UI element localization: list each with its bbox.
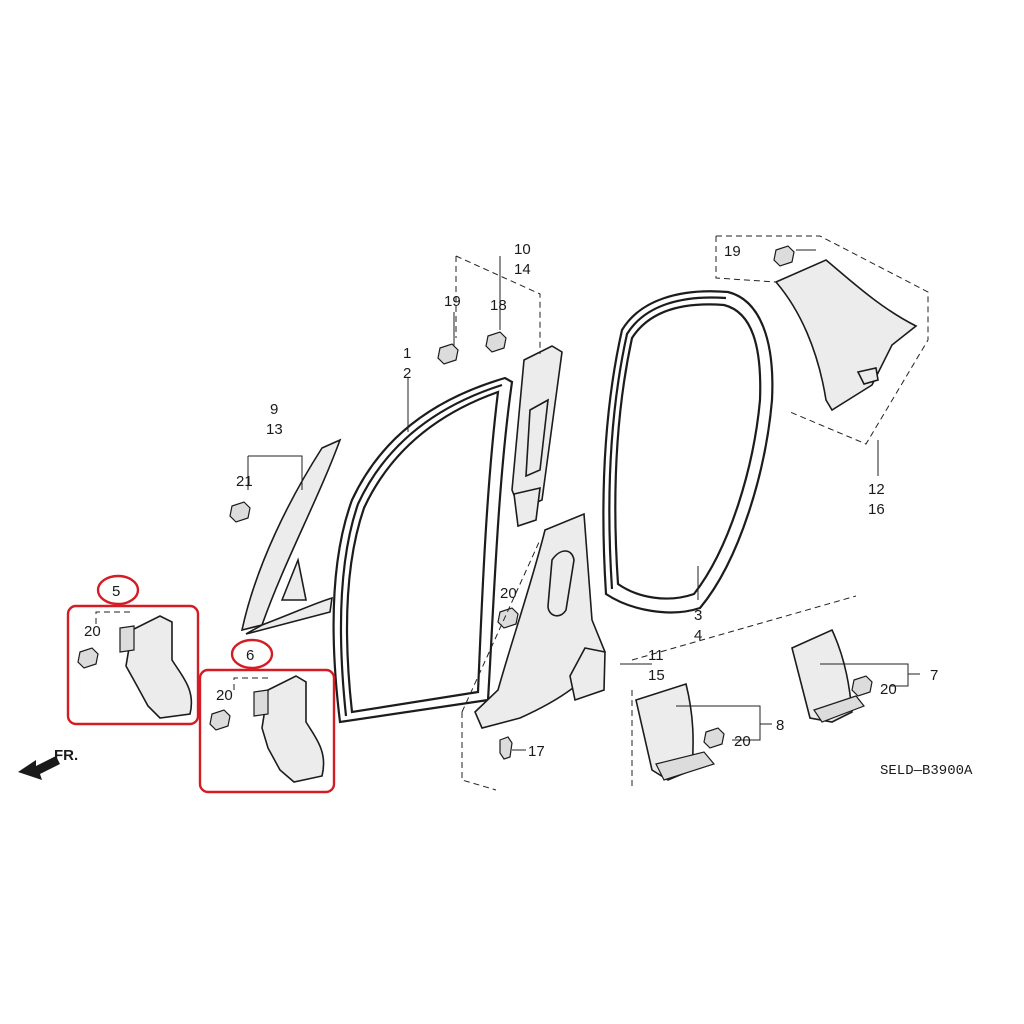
label-5: 5 bbox=[112, 583, 120, 600]
label-10: 10 bbox=[514, 241, 531, 258]
label-16: 16 bbox=[868, 501, 885, 518]
label-20d: 20 bbox=[734, 733, 751, 750]
label-20c: 20 bbox=[500, 585, 517, 602]
a-pillar-garnish bbox=[240, 438, 342, 635]
label-18: 18 bbox=[490, 297, 507, 314]
highlight-box-left bbox=[66, 604, 200, 726]
rear-step-garnish-7 bbox=[791, 628, 865, 723]
label-19a: 19 bbox=[444, 293, 461, 310]
rear-door-weatherstrip bbox=[602, 290, 774, 614]
b-pillar-lower-garnish bbox=[474, 512, 606, 729]
part-labels: 1 2 3 4 5 6 7 8 9 10 11 12 13 14 15 16 1… bbox=[84, 241, 938, 760]
assembly-outlines bbox=[95, 235, 929, 791]
label-17: 17 bbox=[528, 743, 545, 760]
front-direction-marker: FR. bbox=[18, 747, 78, 780]
label-4: 4 bbox=[694, 627, 702, 644]
kick-panel-right bbox=[253, 675, 325, 783]
highlight-box-right bbox=[198, 668, 336, 794]
highlight-circle-5 bbox=[96, 574, 140, 606]
highlight-boxes bbox=[66, 574, 336, 794]
label-20b: 20 bbox=[216, 687, 233, 704]
label-6: 6 bbox=[246, 647, 254, 664]
highlight-circle-6 bbox=[230, 638, 274, 670]
leader-lines bbox=[247, 249, 920, 751]
front-label: FR. bbox=[54, 747, 78, 764]
c-pillar-upper-trim bbox=[774, 259, 918, 412]
label-12: 12 bbox=[868, 481, 885, 498]
label-21: 21 bbox=[236, 473, 253, 490]
label-14: 14 bbox=[514, 261, 531, 278]
label-8: 8 bbox=[776, 717, 784, 734]
fastener-clips bbox=[77, 245, 873, 760]
label-20a: 20 bbox=[84, 623, 101, 640]
b-pillar-upper-garnish bbox=[511, 345, 563, 528]
front-door-weatherstrip bbox=[332, 376, 514, 724]
label-3: 3 bbox=[694, 607, 702, 624]
label-19b: 19 bbox=[724, 243, 741, 260]
label-1: 1 bbox=[403, 345, 411, 362]
diagram-code: SELD—B3900A bbox=[880, 763, 973, 779]
label-9: 9 bbox=[270, 401, 278, 418]
label-11: 11 bbox=[648, 647, 664, 664]
label-7: 7 bbox=[930, 667, 938, 684]
front-arrow-icon bbox=[18, 756, 60, 780]
kick-panel-left bbox=[119, 615, 193, 719]
label-15: 15 bbox=[648, 667, 665, 684]
label-2: 2 bbox=[403, 365, 411, 382]
label-13: 13 bbox=[266, 421, 283, 438]
label-20e: 20 bbox=[880, 681, 897, 698]
rear-step-garnish-8 bbox=[635, 682, 716, 781]
